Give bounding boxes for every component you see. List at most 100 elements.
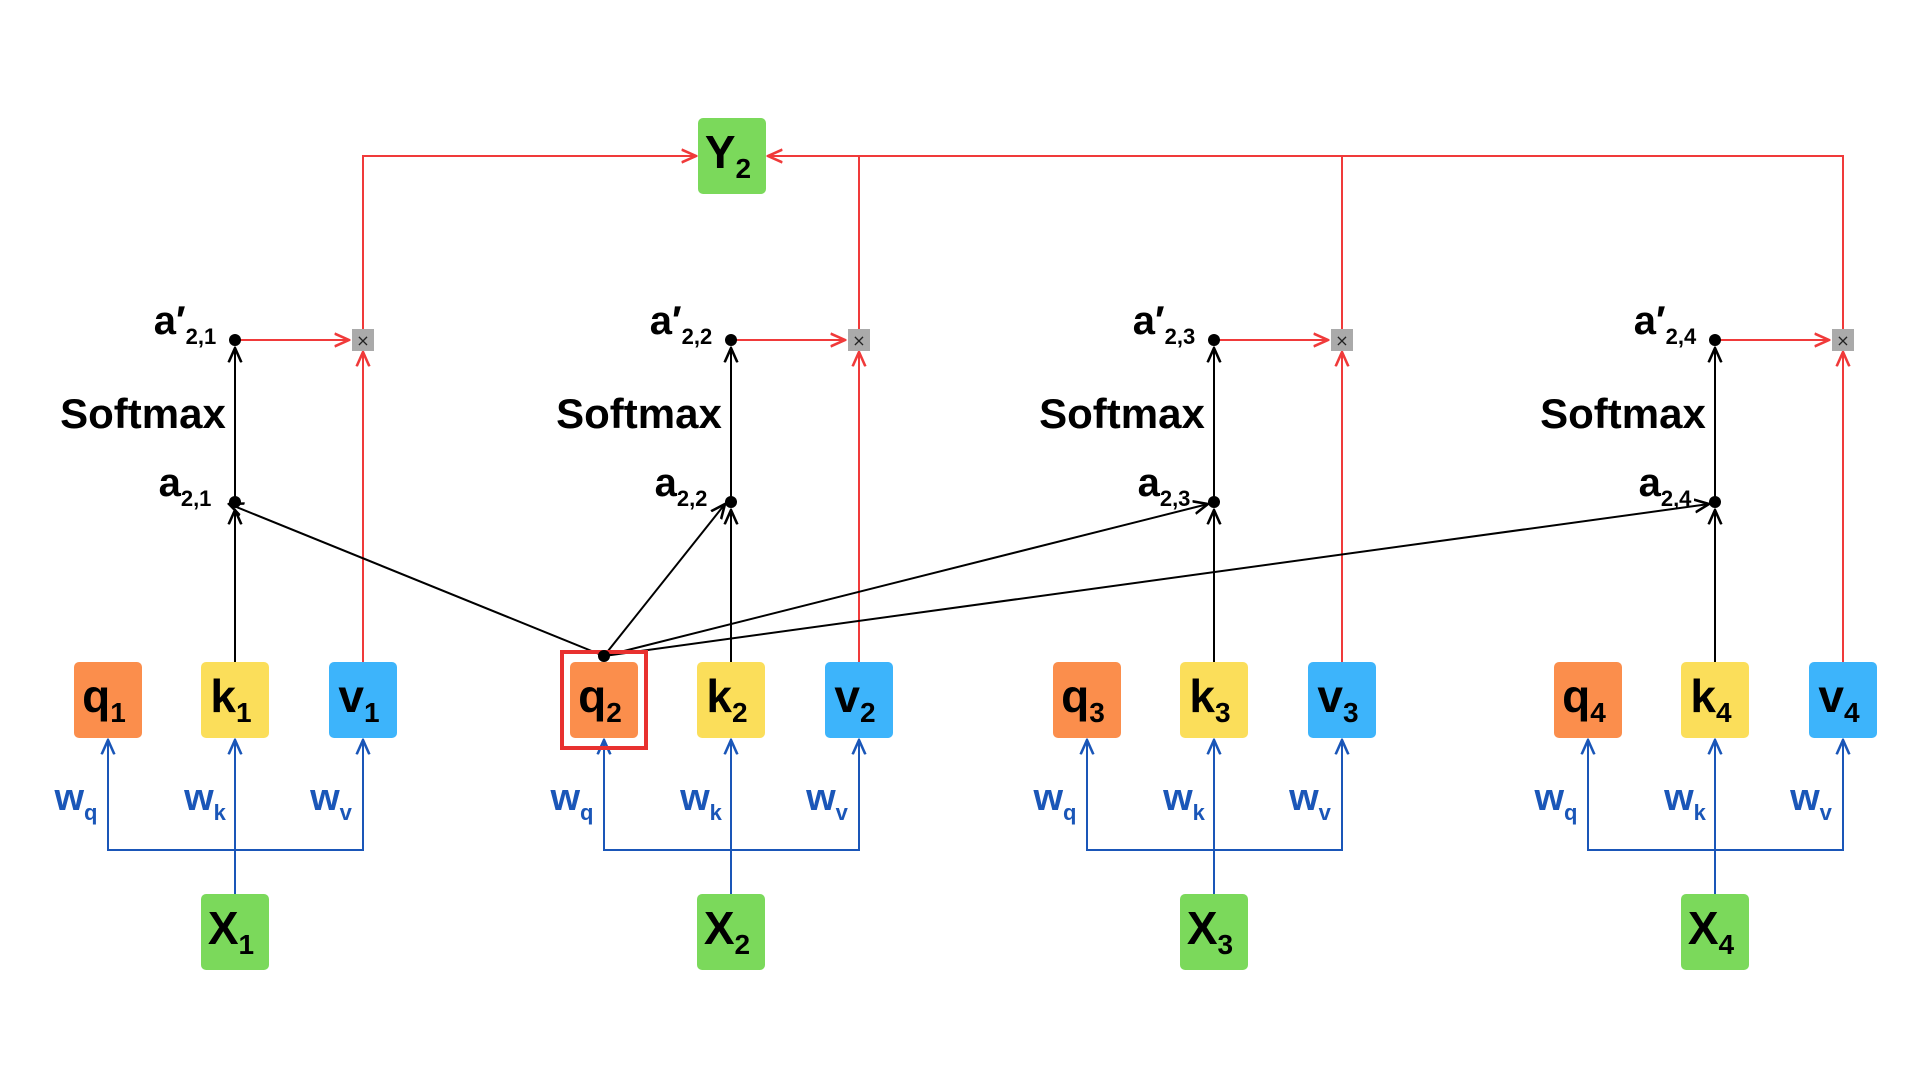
weight-label-wk-2-base: w — [679, 777, 710, 819]
weight-label-wq-1-sub: q — [84, 800, 97, 825]
edge-mult4-to-y2 — [768, 156, 1844, 329]
q2-node-label: q2 — [578, 670, 622, 728]
weight-label-wk-1: wk — [183, 777, 227, 825]
k4-node: k4 — [1681, 662, 1749, 738]
a22-label: a2,2 — [655, 461, 708, 511]
v3-node-label: v3 — [1317, 670, 1358, 728]
a-prime22-label-base: a′ — [650, 299, 682, 343]
weight-label-wk-4: wk — [1663, 777, 1707, 825]
x1-node-box — [201, 894, 269, 970]
k3-node-label: k3 — [1189, 670, 1230, 728]
q3-node-box — [1053, 662, 1121, 738]
v2-node-label-sub: 2 — [860, 697, 876, 728]
multiply-node-1-box — [352, 329, 374, 351]
weight-label-wv-1-base: w — [309, 777, 340, 819]
v3-node: v3 — [1308, 662, 1376, 738]
weight-label-wq-2: wq — [549, 777, 593, 825]
x2-node-label-base: X — [704, 902, 735, 954]
k1-node-label-base: k — [210, 670, 236, 722]
weight-label-wk-3-sub: k — [1193, 800, 1206, 825]
weight-label-wv-1: wv — [309, 777, 353, 825]
softmax-label-1: Softmax — [60, 390, 226, 437]
v1-node-box — [329, 662, 397, 738]
a21-node — [229, 496, 241, 508]
k3-node: k3 — [1180, 662, 1248, 738]
v1-node-label-base: v — [338, 670, 364, 722]
v1-node-label-sub: 1 — [364, 697, 380, 728]
edge-q2-to-a24 — [603, 504, 1709, 657]
weight-label-wv-3: wv — [1288, 777, 1332, 825]
multiply-icon: × — [1335, 331, 1348, 350]
a-prime22-label: a′2,2 — [650, 299, 712, 349]
weight-label-wv-2-base: w — [805, 777, 836, 819]
q3-node-label-sub: 3 — [1089, 697, 1105, 728]
multiply-node-2: × — [848, 329, 870, 351]
x4-node: X4 — [1681, 894, 1749, 970]
x1-node-label: X1 — [208, 902, 254, 960]
a-prime24-label-sub: 2,4 — [1666, 324, 1697, 349]
q1-node: q1 — [74, 662, 142, 738]
weight-label-wq-2-sub: q — [580, 800, 593, 825]
multiply-node-3-box — [1331, 329, 1353, 351]
v4-node-label: v4 — [1818, 670, 1860, 728]
softmax-label-2: Softmax — [556, 390, 722, 437]
weight-label-wv-1-sub: v — [340, 800, 353, 825]
a24-label-base: a — [1639, 461, 1662, 505]
edge-x3-to-v3 — [1214, 740, 1342, 851]
edge-x3-to-q3 — [1087, 740, 1214, 851]
edge-q2-to-a21 — [229, 504, 605, 657]
k2-node-label: k2 — [706, 670, 747, 728]
x4-node-label-base: X — [1688, 902, 1719, 954]
weight-label-wv-2: wv — [805, 777, 849, 825]
multiply-node-3: × — [1331, 329, 1353, 351]
q3-node-label: q3 — [1061, 670, 1105, 728]
x4-node-label-sub: 4 — [1719, 929, 1735, 960]
q1-node-label: q1 — [82, 670, 126, 728]
a24-label: a2,4 — [1639, 461, 1693, 511]
a-prime22-node — [725, 334, 737, 346]
k2-node-box — [697, 662, 765, 738]
a-prime23-label: a′2,3 — [1133, 299, 1195, 349]
q4-node-box — [1554, 662, 1622, 738]
k3-node-label-base: k — [1189, 670, 1215, 722]
weight-label-wk-1-base: w — [183, 777, 214, 819]
weight-label-wq-4-base: w — [1533, 777, 1564, 819]
edge-x2-to-v2 — [731, 740, 859, 851]
edge-x1-to-q1 — [108, 740, 235, 851]
k1-node-box — [201, 662, 269, 738]
a-prime22-label-sub: 2,2 — [682, 324, 713, 349]
k4-node-label: k4 — [1690, 670, 1732, 728]
weight-label-wk-4-base: w — [1663, 777, 1694, 819]
q2-node-box — [570, 662, 638, 738]
x3-node: X3 — [1180, 894, 1248, 970]
x1-node: X1 — [201, 894, 269, 970]
edge-q2-to-a23 — [603, 504, 1208, 657]
k2-node-label-sub: 2 — [732, 697, 748, 728]
v4-node-label-base: v — [1818, 670, 1844, 722]
x4-node-box — [1681, 894, 1749, 970]
v4-node-label-sub: 4 — [1844, 697, 1860, 728]
x3-node-label-base: X — [1187, 902, 1218, 954]
x2-node-label-sub: 2 — [735, 929, 751, 960]
x4-node-label: X4 — [1688, 902, 1735, 960]
output-y-node: Y2 — [698, 118, 766, 194]
weight-label-wq-4: wq — [1533, 777, 1577, 825]
q4-node: q4 — [1554, 662, 1622, 738]
k1-node-label-sub: 1 — [236, 697, 252, 728]
weight-label-wk-2: wk — [679, 777, 723, 825]
multiply-icon: × — [356, 331, 369, 350]
weight-label-wk-4-sub: k — [1694, 800, 1707, 825]
k2-node-label-base: k — [706, 670, 732, 722]
weight-label-wq-4-sub: q — [1564, 800, 1577, 825]
a21-label-sub: 2,1 — [181, 486, 212, 511]
q2-node-label-sub: 2 — [606, 697, 622, 728]
k4-node-label-base: k — [1690, 670, 1716, 722]
weight-label-wk-1-sub: k — [214, 800, 227, 825]
k4-node-box — [1681, 662, 1749, 738]
weight-label-wq-3-base: w — [1032, 777, 1063, 819]
weight-label-wk-3-base: w — [1162, 777, 1193, 819]
multiply-node-2-box — [848, 329, 870, 351]
a-prime23-label-base: a′ — [1133, 299, 1165, 343]
v4-node-box — [1809, 662, 1877, 738]
